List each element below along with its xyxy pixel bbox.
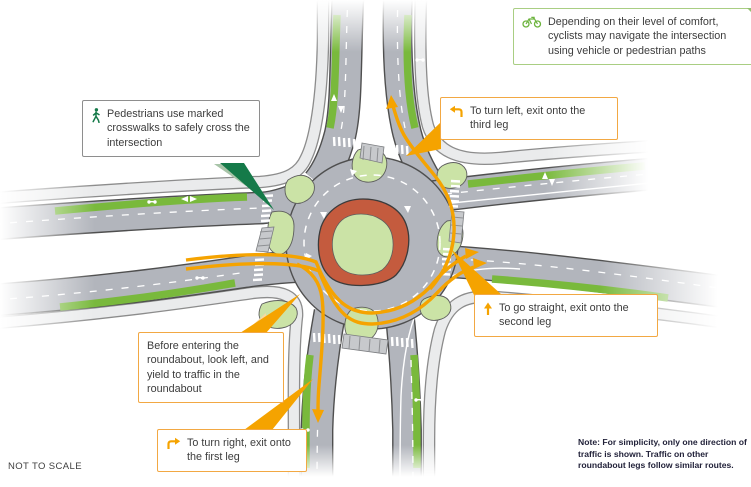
pedestrian-icon	[91, 108, 101, 124]
pedestrians-callout-text: Pedestrians use marked crosswalks to saf…	[107, 108, 250, 149]
corner-fold	[747, 8, 751, 23]
go-straight-callout-text: To go straight, exit onto the second leg	[499, 302, 629, 329]
turn-right-pointer	[244, 379, 313, 430]
turn-left-callout-text: To turn left, exit onto the third leg	[470, 105, 586, 132]
go-straight-callout: To go straight, exit onto the second leg	[474, 294, 658, 337]
circulating-lane-line	[303, 174, 441, 312]
turn-left-pointer	[406, 122, 441, 156]
turn-right-arrow-icon	[166, 437, 181, 450]
yield-callout-text: Before entering the roundabout, look lef…	[147, 340, 269, 395]
not-to-scale-label: NOT TO SCALE	[8, 461, 82, 472]
straight-arrow-icon	[483, 302, 493, 316]
turn-right-callout-text: To turn right, exit onto the first leg	[187, 437, 291, 464]
turn-left-callout: To turn left, exit onto the third leg	[440, 97, 618, 140]
yield-pointer	[240, 294, 300, 333]
traffic-direction-note: Note: For simplicity, only one direction…	[578, 437, 747, 471]
turn-left-arrow-icon	[449, 105, 464, 118]
pedestrians-callout: Pedestrians use marked crosswalks to saf…	[82, 100, 260, 157]
pedestrian-pointer	[220, 163, 274, 210]
turn-right-callout: To turn right, exit onto the first leg	[157, 429, 307, 472]
yield-callout: Before entering the roundabout, look lef…	[138, 332, 284, 403]
center-island-green	[331, 213, 394, 276]
vehicle-route-arrows	[185, 95, 487, 423]
center-island	[317, 198, 410, 287]
callout-pointers	[214, 122, 502, 430]
bicycle-icon	[522, 16, 542, 28]
go-straight-pointer	[452, 250, 502, 295]
cyclists-callout-text: Depending on their level of comfort, cyc…	[548, 16, 727, 57]
cyclists-callout: Depending on their level of comfort, cyc…	[513, 8, 751, 65]
